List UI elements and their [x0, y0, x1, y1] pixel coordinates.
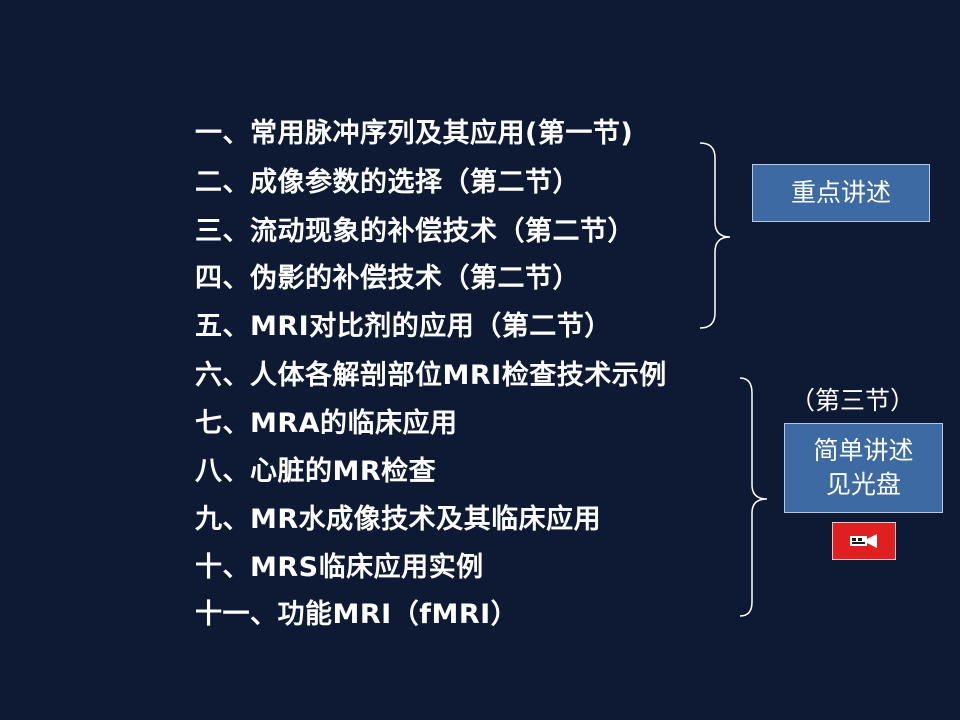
movie-camera-icon: [850, 534, 877, 548]
section-label: （第三节）: [790, 386, 916, 415]
list-item-2: 二、成像参数的选择（第二节）: [195, 167, 580, 198]
key-topics-label: 重点讲述: [790, 178, 891, 207]
list-item-1: 一、常用脉冲序列及其应用(第一节): [195, 118, 634, 149]
list-item-6: 六、人体各解剖部位MRI检查技术示例: [195, 360, 667, 391]
brace-brief-topics: [739, 377, 768, 617]
list-item-11: 十一、功能MRI（fMRI）: [195, 599, 519, 630]
list-item-7: 七、MRA的临床应用: [195, 408, 458, 439]
key-topics-box: 重点讲述: [752, 164, 930, 222]
list-item-5: 五、MRI对比剂的应用（第二节）: [195, 311, 612, 342]
list-item-10: 十、MRS临床应用实例: [195, 552, 484, 583]
brief-topics-line2: 见光盘: [825, 470, 901, 499]
list-item-4: 四、伪影的补偿技术（第二节）: [195, 263, 580, 294]
movie-button[interactable]: [832, 522, 896, 560]
brief-topics-line1: 简单讲述: [813, 436, 914, 465]
brief-topics-box: 简单讲述 见光盘: [784, 423, 943, 513]
list-item-9: 九、MR水成像技术及其临床应用: [195, 504, 602, 535]
brace-key-topics: [699, 142, 731, 329]
list-item-8: 八、心脏的MR检查: [195, 456, 437, 487]
list-item-3: 三、流动现象的补偿技术（第二节）: [195, 216, 635, 247]
